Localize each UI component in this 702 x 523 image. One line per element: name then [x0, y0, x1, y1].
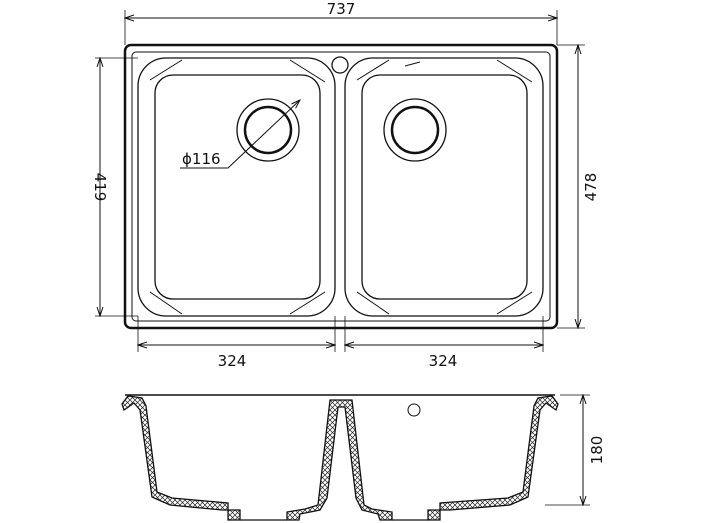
faucet-hole [331, 56, 349, 74]
left-bowl [137, 57, 336, 317]
right-bowl-width-label: 324 [429, 352, 458, 370]
right-drain-outer [383, 98, 447, 162]
top-view [95, 10, 585, 352]
left-drain-inner [243, 105, 293, 155]
overall-width-label: 737 [327, 0, 356, 18]
section-view [121, 395, 590, 521]
right-bowl [344, 57, 544, 317]
overall-depth-label: 478 [582, 173, 600, 202]
sink-inner-rim [131, 51, 551, 322]
right-drain-inner [390, 105, 440, 155]
sink-outer-rim [123, 43, 559, 330]
left-bowl-width-label: 324 [218, 352, 247, 370]
diameter-leader [180, 100, 300, 169]
bowl-depth-label: 419 [91, 173, 109, 202]
overflow-slot [404, 61, 421, 67]
right-outer-wall [427, 395, 559, 521]
bowl-height-label: 180 [588, 436, 606, 465]
center-divider [286, 399, 393, 521]
left-outer-wall [121, 395, 241, 521]
overflow-hole [407, 403, 421, 417]
drain-diameter-label: ϕ116 [182, 150, 221, 168]
left-drain-outer [236, 98, 300, 162]
